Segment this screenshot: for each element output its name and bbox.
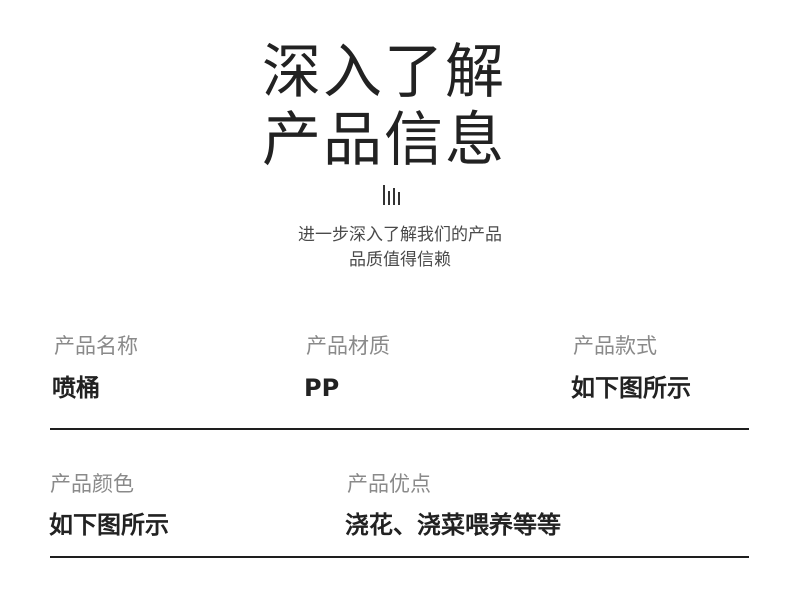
- spec-label-name: 产品名称: [54, 334, 138, 358]
- spec-value-color: 如下图所示: [49, 511, 169, 539]
- subtitle-line-1: 进一步深入了解我们的产品: [298, 225, 502, 245]
- spec-value-style: 如下图所示: [571, 374, 691, 402]
- spec-label-style: 产品款式: [573, 334, 657, 358]
- page-title-line-2: 产品信息: [262, 105, 507, 174]
- divider-1: [50, 428, 749, 430]
- subtitle-line-2: 品质值得信赖: [349, 250, 451, 270]
- spec-value-advantage: 浇花、浇菜喂养等等: [345, 511, 561, 539]
- spec-label-color: 产品颜色: [50, 472, 134, 496]
- bar-chart-icon: [383, 185, 400, 205]
- spec-label-material: 产品材质: [306, 334, 390, 358]
- spec-label-advantage: 产品优点: [347, 472, 431, 496]
- spec-value-material: PP: [304, 374, 340, 402]
- page-title-line-1: 深入了解: [262, 37, 507, 106]
- spec-value-name: 喷桶: [52, 374, 100, 402]
- divider-2: [50, 556, 749, 558]
